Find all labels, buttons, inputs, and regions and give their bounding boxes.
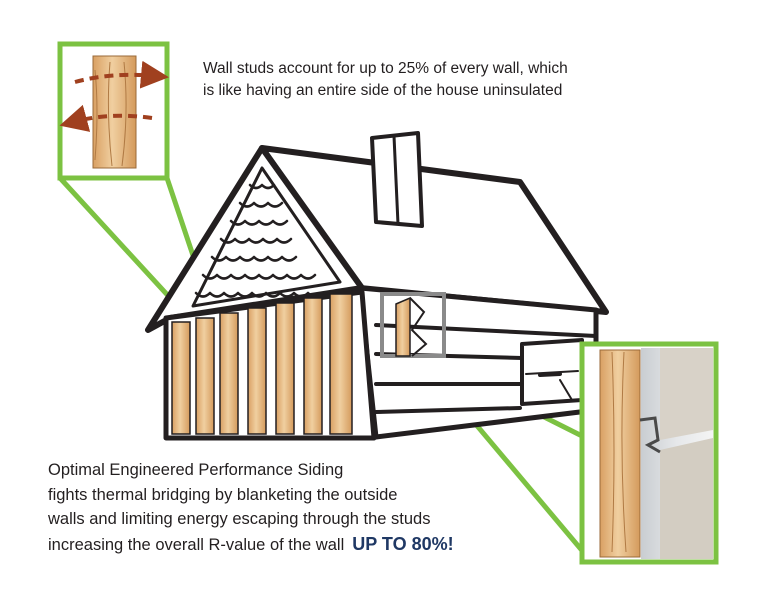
front-wall-studs bbox=[171, 293, 353, 435]
top-caption-line-2: is like having an entire side of the hou… bbox=[203, 82, 563, 99]
gable-shingles bbox=[194, 183, 324, 298]
siding-clip bbox=[639, 416, 661, 454]
top-caption: Wall studs account for up to 25% of ever… bbox=[203, 58, 623, 102]
house bbox=[145, 131, 609, 441]
siding-zoom-box bbox=[579, 341, 719, 565]
stud-zoom-box bbox=[57, 41, 170, 181]
bottom-caption-line-2: fights thermal bridging by blanketing th… bbox=[48, 485, 398, 504]
bottom-caption-line-4-text: increasing the overall R-value of the wa… bbox=[48, 535, 345, 554]
highlight-text: UP TO 80%! bbox=[352, 533, 454, 554]
heat-arrow-right bbox=[74, 60, 169, 89]
side-wall-stud-callout bbox=[380, 292, 446, 358]
bottom-caption-line-3: walls and limiting energy escaping throu… bbox=[48, 510, 431, 528]
top-caption-line-1: Wall studs account for up to 25% of ever… bbox=[203, 60, 568, 77]
heat-arrow-left bbox=[59, 104, 153, 132]
side-window bbox=[520, 338, 584, 406]
bottom-caption-line-4: increasing the overall R-value of the wa… bbox=[48, 532, 568, 558]
bottom-caption: Optimal Engineered Performance Siding fi… bbox=[48, 458, 568, 557]
bottom-caption-line-1: Optimal Engineered Performance Siding bbox=[48, 461, 344, 479]
